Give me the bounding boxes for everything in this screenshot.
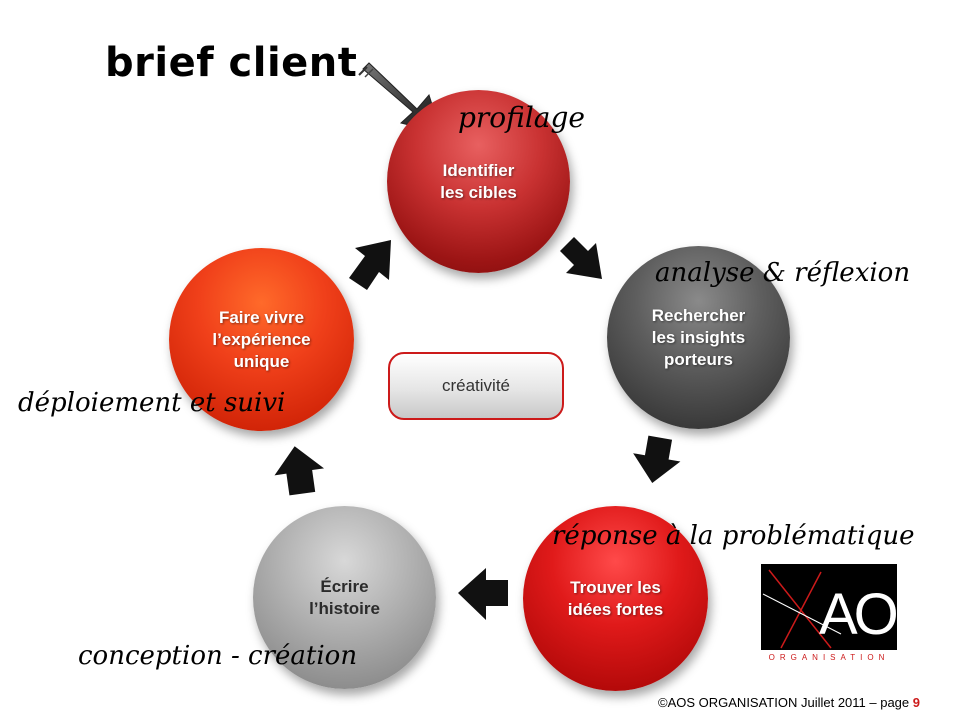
page-number: 9 (912, 695, 920, 710)
annotation-analyse-reflexion: analyse & réflexion (655, 258, 911, 288)
footer-copyright: ©AOS ORGANISATION Juillet 2011 – page 9 (658, 695, 920, 710)
step-identifier-les-cibles: Identifier les cibles (387, 90, 570, 273)
step-rechercher-les-insights: Rechercher les insights porteurs (607, 246, 790, 429)
cycle-arrow-icon (560, 237, 602, 279)
svg-text:ORGANISATION: ORGANISATION (769, 653, 890, 662)
annotation-reponse: réponse à la problématique (552, 521, 915, 551)
step-label: Rechercher les insights porteurs (651, 305, 746, 369)
cycle-arrow-icon (633, 435, 681, 483)
annotation-conception: conception - création (78, 641, 358, 671)
cycle-arrow-icon (458, 568, 508, 620)
brief-client-heading: brief client (105, 40, 358, 86)
step-ecrire-l-histoire: Écrire l’histoire (253, 506, 436, 689)
step-faire-vivre: Faire vivre l’expérience unique (169, 248, 354, 431)
annotation-deploiement: déploiement et suivi (18, 388, 286, 418)
step-label: Trouver les idées fortes (567, 577, 664, 619)
svg-text:AOS: AOS (819, 582, 897, 647)
aos-logo: AOS ORGANISATION (761, 564, 897, 662)
step-label: Identifier les cibles (440, 160, 517, 202)
annotation-profilage: profilage (458, 101, 585, 134)
footer-text: ©AOS ORGANISATION Juillet 2011 – page (658, 695, 913, 710)
step-label: Faire vivre l’expérience unique (212, 307, 311, 371)
cycle-arrow-icon (349, 240, 391, 290)
step-trouver-les-idees: Trouver les idées fortes (523, 506, 708, 691)
step-label: Écrire l’histoire (309, 576, 380, 618)
cycle-arrow-icon (274, 446, 325, 496)
creativite-box: créativité (388, 352, 564, 420)
